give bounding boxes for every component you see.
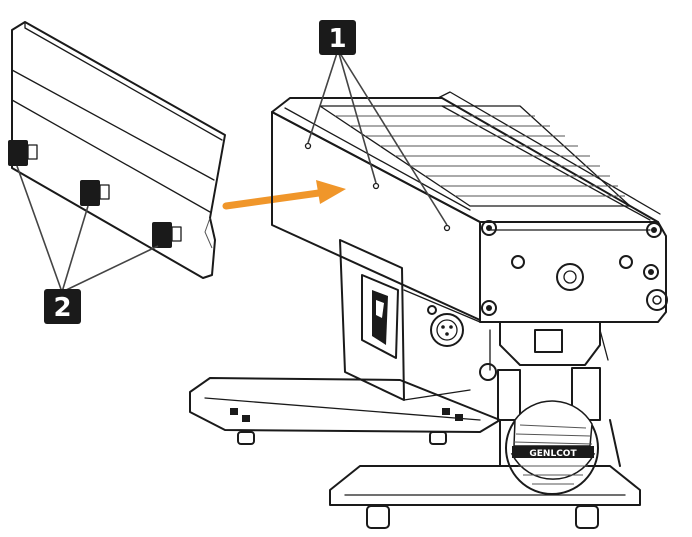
top-vent-grille [319, 105, 631, 207]
magnet-3 [152, 222, 182, 248]
brand-badge: GENLCOT [529, 449, 577, 459]
mount-hole-3 [443, 224, 451, 232]
svg-text:1: 1 [328, 24, 346, 54]
front-panel-fittings [481, 220, 668, 316]
yoke-column [339, 239, 481, 401]
detached-panel [11, 21, 226, 279]
magnet-2 [80, 180, 110, 206]
magnet-1 [8, 140, 38, 166]
mount-hole-2 [372, 182, 380, 190]
callout-2-leaders [16, 165, 159, 293]
xlr-connector [427, 305, 497, 381]
mounting-holes [304, 142, 451, 232]
callout-1: 1 [319, 20, 356, 55]
arrow-right-icon [222, 180, 346, 210]
callout-2: 2 [44, 289, 81, 324]
mount-hole-1 [304, 142, 312, 150]
tilt-lock-knob: GENLCOT [505, 400, 599, 495]
foot-plate [329, 419, 641, 529]
fixture-base [189, 377, 501, 445]
clamp-bracket [489, 321, 609, 421]
callout-1-leaders [307, 49, 448, 226]
svg-text:2: 2 [53, 293, 71, 323]
fixture-housing [271, 91, 667, 323]
